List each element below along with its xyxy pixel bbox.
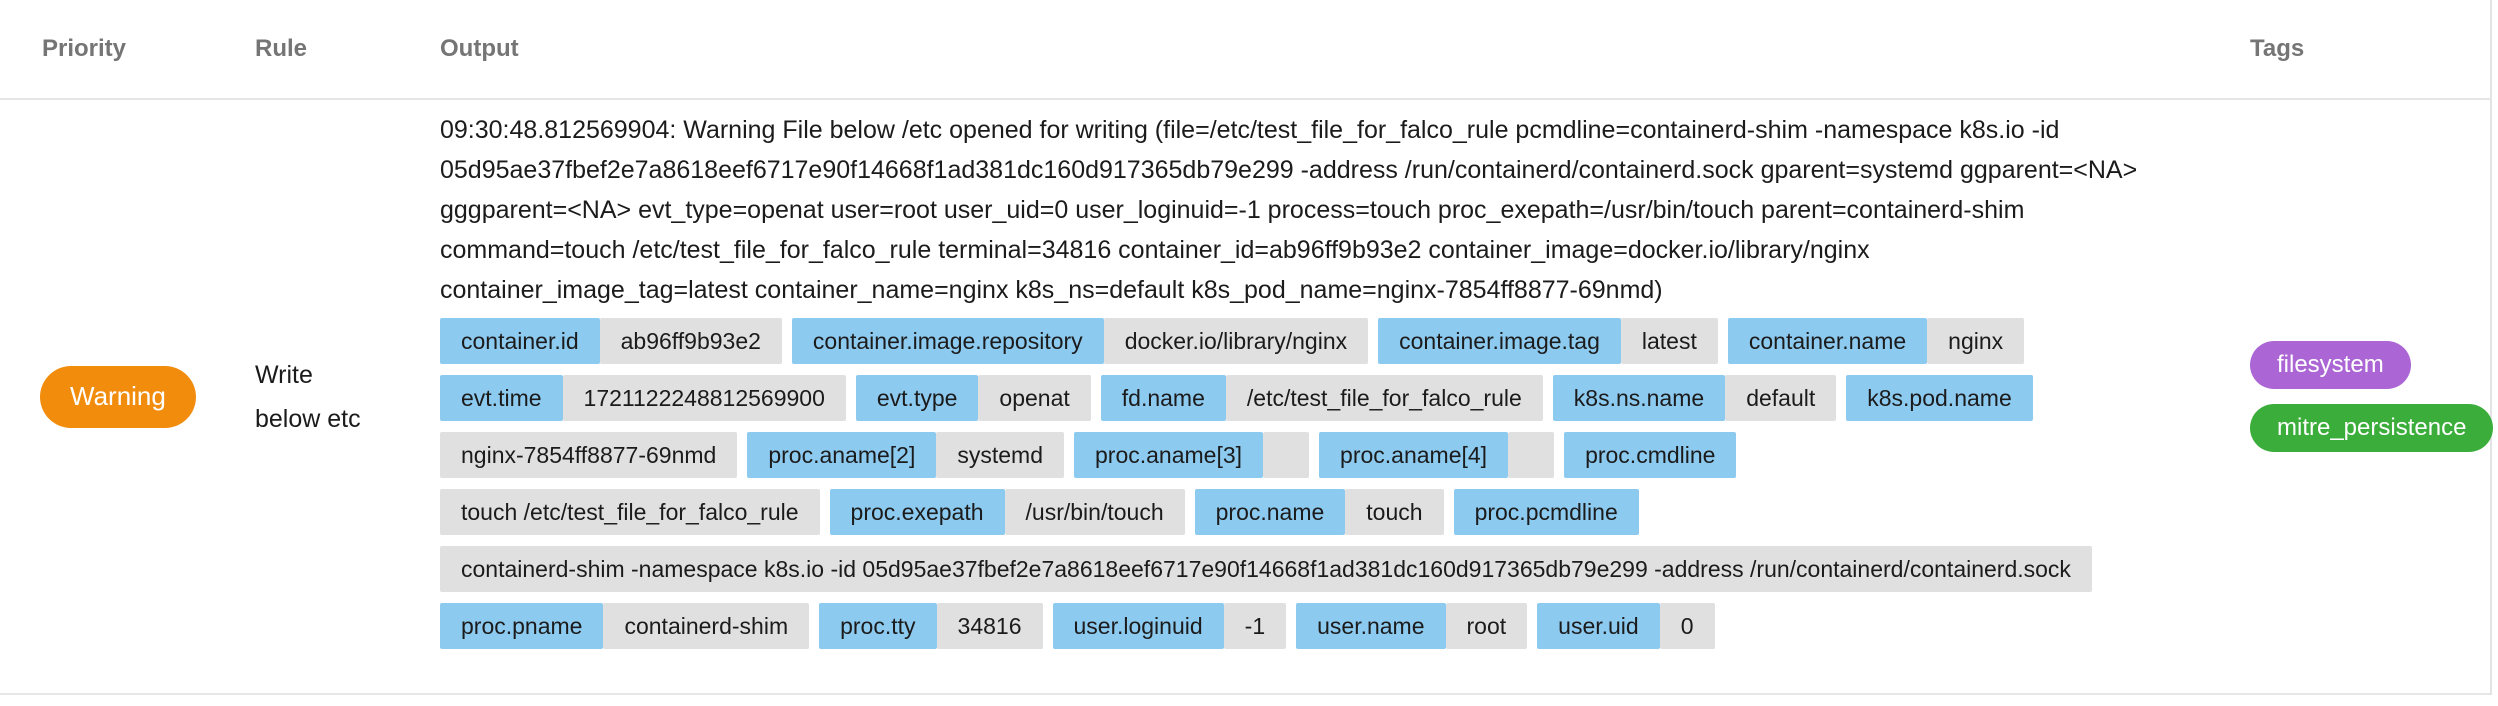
field-key-chip[interactable]: proc.pname bbox=[440, 603, 604, 649]
field-pair: touch /etc/test_file_for_falco_rule bbox=[440, 489, 820, 535]
field-value-chip[interactable]: 0 bbox=[1659, 603, 1715, 649]
field-value-chip[interactable]: -1 bbox=[1223, 603, 1287, 649]
output-text: 09:30:48.812569904: Warning File below /… bbox=[440, 116, 2138, 304]
field-key-chip[interactable]: container.name bbox=[1727, 318, 1928, 364]
field-key-chip[interactable]: proc.cmdline bbox=[1564, 432, 1737, 478]
field-key-chip[interactable]: user.uid bbox=[1537, 603, 1660, 649]
field-key-chip[interactable]: proc.tty bbox=[819, 603, 937, 649]
field-pair: fd.name/etc/test_file_for_falco_rule bbox=[1100, 375, 1543, 421]
col-header-tags: Tags bbox=[2250, 35, 2305, 62]
field-key-chip[interactable]: k8s.pod.name bbox=[1846, 375, 2033, 421]
field-chip-row: containerd-shim -namespace k8s.io -id 05… bbox=[440, 546, 2175, 592]
field-value-chip[interactable]: containerd-shim -namespace k8s.io -id 05… bbox=[440, 546, 2092, 592]
field-value-chip[interactable]: containerd-shim bbox=[603, 603, 810, 649]
field-value-chip[interactable]: /etc/test_file_for_falco_rule bbox=[1225, 375, 1543, 421]
field-pair: nginx-7854ff8877-69nmd bbox=[440, 432, 738, 478]
field-key-chip[interactable]: proc.exepath bbox=[829, 489, 1005, 535]
field-value-chip[interactable]: openat bbox=[978, 375, 1091, 421]
field-key-chip[interactable]: container.id bbox=[440, 318, 600, 364]
field-pair: proc.cmdline bbox=[1564, 432, 1737, 478]
field-pair: user.loginuid-1 bbox=[1052, 603, 1287, 649]
field-value-chip[interactable] bbox=[1508, 432, 1555, 478]
col-header-output: Output bbox=[440, 35, 519, 62]
field-value-chip[interactable]: systemd bbox=[936, 432, 1064, 478]
field-key-chip[interactable]: k8s.ns.name bbox=[1552, 375, 1726, 421]
field-value-chip[interactable]: nginx bbox=[1927, 318, 2025, 364]
priority-cell: Warning bbox=[0, 100, 213, 693]
field-pair: proc.aname[4] bbox=[1319, 432, 1555, 478]
tags-cell: filesystem mitre_persistence bbox=[2175, 100, 2494, 693]
field-value-chip[interactable]: touch /etc/test_file_for_falco_rule bbox=[440, 489, 820, 535]
field-key-chip[interactable]: proc.aname[4] bbox=[1319, 432, 1509, 478]
field-value-chip[interactable]: latest bbox=[1620, 318, 1718, 364]
field-value-chip[interactable]: touch bbox=[1345, 489, 1444, 535]
col-header-priority: Priority bbox=[42, 35, 127, 62]
field-value-chip[interactable]: default bbox=[1725, 375, 1837, 421]
rule-cell: Write below etc bbox=[213, 100, 440, 693]
field-value-chip[interactable]: ab96ff9b93e2 bbox=[599, 318, 782, 364]
field-key-chip[interactable]: fd.name bbox=[1100, 375, 1226, 421]
field-pair: proc.aname[2]systemd bbox=[747, 432, 1064, 478]
field-key-chip[interactable]: proc.name bbox=[1194, 489, 1346, 535]
field-key-chip[interactable]: evt.type bbox=[855, 375, 979, 421]
field-key-chip[interactable]: proc.aname[3] bbox=[1074, 432, 1264, 478]
field-value-chip[interactable]: /usr/bin/touch bbox=[1004, 489, 1185, 535]
col-header-rule: Rule bbox=[255, 35, 308, 62]
rule-name: Write below etc bbox=[255, 360, 361, 433]
field-value-chip[interactable]: docker.io/library/nginx bbox=[1103, 318, 1369, 364]
field-value-chip[interactable]: 1721122248812569900 bbox=[562, 375, 846, 421]
field-key-chip[interactable]: container.image.repository bbox=[791, 318, 1104, 364]
field-value-chip[interactable]: nginx-7854ff8877-69nmd bbox=[440, 432, 738, 478]
field-key-chip[interactable]: user.name bbox=[1296, 603, 1446, 649]
field-key-chip[interactable]: user.loginuid bbox=[1052, 603, 1224, 649]
field-pair: containerd-shim -namespace k8s.io -id 05… bbox=[440, 546, 2092, 592]
field-key-chip[interactable]: evt.time bbox=[440, 375, 563, 421]
field-pair: k8s.pod.name bbox=[1846, 375, 2033, 421]
field-key-chip[interactable]: container.image.tag bbox=[1378, 318, 1621, 364]
field-value-chip[interactable]: 34816 bbox=[936, 603, 1043, 649]
event-row: Warning Write below etc 09:30:48.8125699… bbox=[0, 100, 2494, 695]
field-key-chip[interactable]: proc.aname[2] bbox=[747, 432, 937, 478]
priority-badge[interactable]: Warning bbox=[40, 365, 196, 428]
field-pair: proc.pcmdline bbox=[1453, 489, 1639, 535]
field-value-chip[interactable]: root bbox=[1445, 603, 1528, 649]
field-pair: proc.exepath/usr/bin/touch bbox=[829, 489, 1185, 535]
output-cell: 09:30:48.812569904: Warning File below /… bbox=[440, 100, 2175, 693]
tag-filesystem[interactable]: filesystem bbox=[2250, 341, 2411, 389]
field-value-chip[interactable] bbox=[1263, 432, 1310, 478]
field-key-chip[interactable]: proc.pcmdline bbox=[1453, 489, 1639, 535]
tag-mitre-persistence[interactable]: mitre_persistence bbox=[2250, 404, 2494, 452]
table-header: Priority Rule Output Tags bbox=[0, 0, 2490, 100]
field-pair: proc.aname[3] bbox=[1074, 432, 1310, 478]
